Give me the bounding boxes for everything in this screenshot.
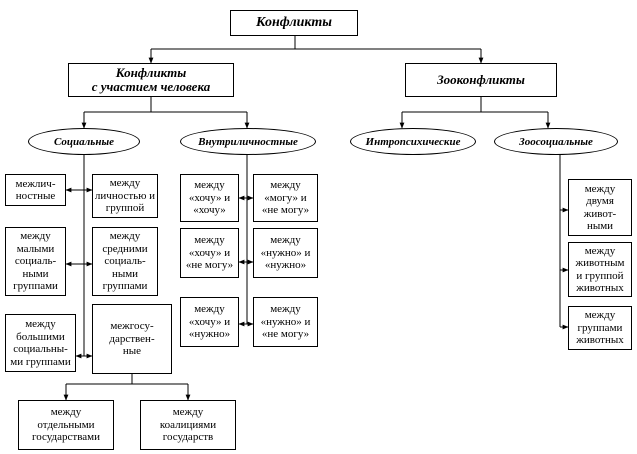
social-large-groups-box: между большими социальны- ми группами <box>5 314 76 372</box>
zoosocial-oval: Зоосоциальные <box>494 128 618 155</box>
social-interstate-box: межгосу- дарствен- ные <box>92 304 172 374</box>
social-medium-groups-box: между средними социаль- ными группами <box>92 227 158 296</box>
root-box: Конфликты <box>230 10 358 36</box>
social-interpersonal-box: межлич- ностные <box>5 174 66 206</box>
intrapersonal-oval: Внутриличностные <box>180 128 316 155</box>
intra-want-want-box: между «хочу» и «хочу» <box>180 174 239 222</box>
intra-want-need-box: между «хочу» и «нужно» <box>180 297 239 347</box>
zoo-conflicts-box: Зооконфликты <box>405 63 557 97</box>
human-conflicts-box: Конфликты с участием человека <box>68 63 234 97</box>
social-separate-states-box: между отдельными государствами <box>18 400 114 450</box>
intra-need-cannot-box: между «нужно» и «не могу» <box>253 297 318 347</box>
social-small-groups-box: между малыми социаль- ными группами <box>5 227 66 296</box>
intra-need-need-box: между «нужно» и «нужно» <box>253 228 318 278</box>
social-person-group-box: между личностью и группой <box>92 174 158 218</box>
social-oval: Социальные <box>28 128 140 155</box>
intra-can-cannot-box: между «могу» и «не могу» <box>253 174 318 222</box>
intra-want-cannot-box: между «хочу» и «не могу» <box>180 228 239 278</box>
social-state-coalitions-box: между коалициями государств <box>140 400 236 450</box>
zoo-two-animals-box: между двумя живот- ными <box>568 179 632 236</box>
zoo-animal-group-box: между животным и группой животных <box>568 242 632 297</box>
zoo-animal-groups-box: между группами животных <box>568 306 632 350</box>
intrapsychic-oval: Интропсихические <box>350 128 476 155</box>
